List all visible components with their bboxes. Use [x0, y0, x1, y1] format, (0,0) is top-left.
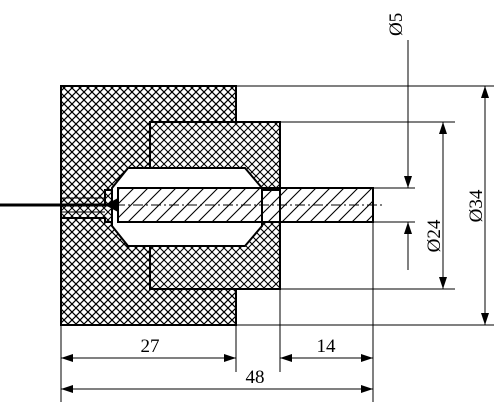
dim-label-48: 48	[246, 367, 265, 388]
dim-label-27: 27	[141, 336, 160, 357]
dim-label-d34: Ø34	[466, 189, 487, 222]
dim-label-14: 14	[317, 336, 337, 357]
dim-label-d5: Ø5	[386, 13, 407, 36]
dim-label-d24: Ø24	[424, 219, 445, 252]
